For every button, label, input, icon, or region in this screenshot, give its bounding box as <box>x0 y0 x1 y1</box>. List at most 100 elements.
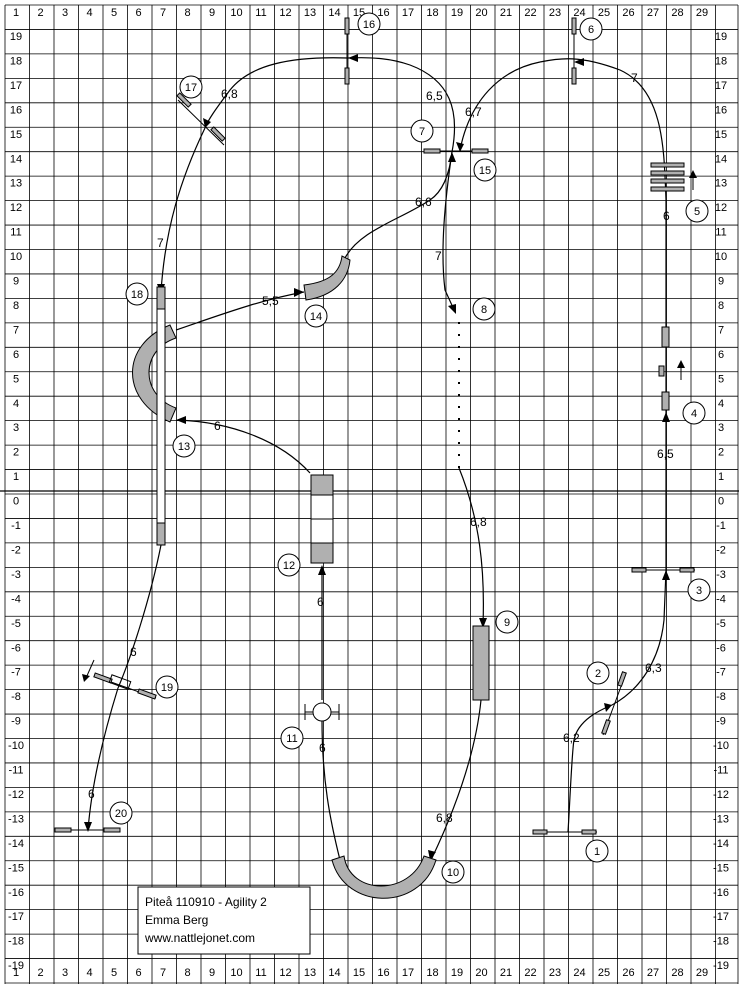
obstacle-number-16: 16 <box>363 19 375 31</box>
arrow-shafts <box>85 176 694 679</box>
jump-16-wing-bottom <box>344 67 350 85</box>
col-label-bottom: 2 <box>37 967 43 979</box>
path-9-10 <box>431 699 482 859</box>
obstacle-number-circle <box>586 661 610 685</box>
distance-7-8: 7 <box>435 249 442 263</box>
jump-17-bar <box>177 99 225 146</box>
distance-17-18: 7 <box>157 236 164 250</box>
row-label-right: 5 <box>718 373 724 385</box>
obstacle-number-circle <box>172 434 196 458</box>
row-label-left: -16 <box>8 887 24 899</box>
col-label-bottom: 9 <box>209 967 215 979</box>
row-label-right: -11 <box>713 765 728 777</box>
col-label-bottom: 8 <box>184 967 190 979</box>
col-label-bottom: 10 <box>230 967 242 979</box>
row-label-left: 19 <box>10 31 22 43</box>
row-label-right: 4 <box>718 398 724 410</box>
col-label-bottom: 23 <box>549 967 561 979</box>
row-label-right: 11 <box>715 227 726 239</box>
arrow-4-up <box>677 360 685 368</box>
path-14-15 <box>344 151 453 259</box>
row-label-right: -14 <box>713 838 729 850</box>
row-label-left: -14 <box>8 838 24 850</box>
jump-16-wing-top <box>344 17 350 35</box>
row-label-right: 13 <box>715 178 727 190</box>
path-10-11 <box>321 719 341 861</box>
obstacle-number-circle <box>495 610 519 634</box>
jump-2-wing-bottom <box>601 719 611 735</box>
col-label-top: 6 <box>135 7 141 19</box>
caption-box: Piteå 110910 - Agility 2 Emma Berg www.n… <box>137 886 311 955</box>
row-label-left: -1 <box>11 520 21 532</box>
col-label-top: 20 <box>475 7 487 19</box>
jump-1-wing-left <box>532 829 548 835</box>
jump-2-wing-top <box>617 671 627 687</box>
jump-20-wing-left <box>54 827 72 833</box>
row-label-left: -8 <box>11 691 21 703</box>
row-label-left: 1 <box>13 471 19 483</box>
obstacle-number-17: 17 <box>185 82 197 94</box>
row-label-right: 12 <box>715 202 727 214</box>
col-label-top: 18 <box>426 7 438 19</box>
obstacle-number-10: 10 <box>447 867 459 879</box>
row-label-right: -9 <box>716 716 726 728</box>
obstacle-number-8: 8 <box>481 304 487 316</box>
col-label-bottom: 28 <box>671 967 683 979</box>
arrow-19-shaft <box>85 659 95 679</box>
obstacle-number-circle <box>585 839 609 863</box>
obstacle-number-9: 9 <box>504 617 510 629</box>
distance-15-16: 6,5 <box>426 89 443 103</box>
row-label-right: 17 <box>715 80 727 92</box>
row-label-right: -19 <box>713 960 729 972</box>
col-label-top: 14 <box>328 7 340 19</box>
arrow-to-16 <box>348 54 358 62</box>
distance-9-10: 6,8 <box>436 811 453 825</box>
arrow-to-8 <box>448 304 456 314</box>
obstacle-number-14: 14 <box>310 311 322 323</box>
distance-2-3: 6,3 <box>645 661 662 675</box>
obstacle-number-18: 18 <box>131 289 143 301</box>
row-label-left: 5 <box>13 373 19 385</box>
distance-14-15: 6,6 <box>415 195 432 209</box>
row-label-left: 17 <box>10 80 22 92</box>
row-label-left: 15 <box>10 129 22 141</box>
row-label-right: 2 <box>718 447 724 459</box>
col-label-bottom: 27 <box>647 967 659 979</box>
obstacle-number-12: 12 <box>283 560 295 572</box>
path-1-2 <box>567 704 613 833</box>
obstacle-number-circle <box>472 297 496 321</box>
path-16-17 <box>204 57 349 129</box>
jump-17-wing-top <box>176 92 192 108</box>
obstacle-number-13: 13 <box>178 441 190 453</box>
col-label-bottom: 13 <box>304 967 316 979</box>
row-label-right: -16 <box>713 887 729 899</box>
row-label-left: -19 <box>8 960 24 972</box>
row-label-left: 4 <box>13 398 19 410</box>
row-label-right: 16 <box>715 104 727 116</box>
path-7-8 <box>442 151 456 313</box>
row-label-right: -13 <box>713 813 729 825</box>
tunnel-14 <box>303 255 351 301</box>
col-label-bottom: 3 <box>62 967 68 979</box>
col-label-top: 25 <box>598 7 610 19</box>
distance-16-17: 6,8 <box>221 87 238 101</box>
row-label-right: 15 <box>715 129 727 141</box>
col-label-top: 13 <box>304 7 316 19</box>
row-label-left: 8 <box>13 300 19 312</box>
row-label-left: 11 <box>10 227 21 239</box>
col-label-top: 26 <box>622 7 634 19</box>
tunnel-9 <box>472 625 490 701</box>
distance-3-4: 6,5 <box>657 447 674 461</box>
row-label-left: -2 <box>11 544 21 556</box>
obstacle-number-4: 4 <box>691 408 697 420</box>
tunnel-10 <box>331 855 437 899</box>
row-label-left: -13 <box>8 813 24 825</box>
obstacle-number-3: 3 <box>696 585 702 597</box>
column-labels: 1122334455667788991010111112121313141415… <box>13 7 708 979</box>
arrow-5-up <box>689 170 697 178</box>
col-label-bottom: 6 <box>135 967 141 979</box>
distance-8-9: 6,8 <box>470 515 487 529</box>
col-label-top: 29 <box>696 7 708 19</box>
col-label-bottom: 18 <box>426 967 438 979</box>
